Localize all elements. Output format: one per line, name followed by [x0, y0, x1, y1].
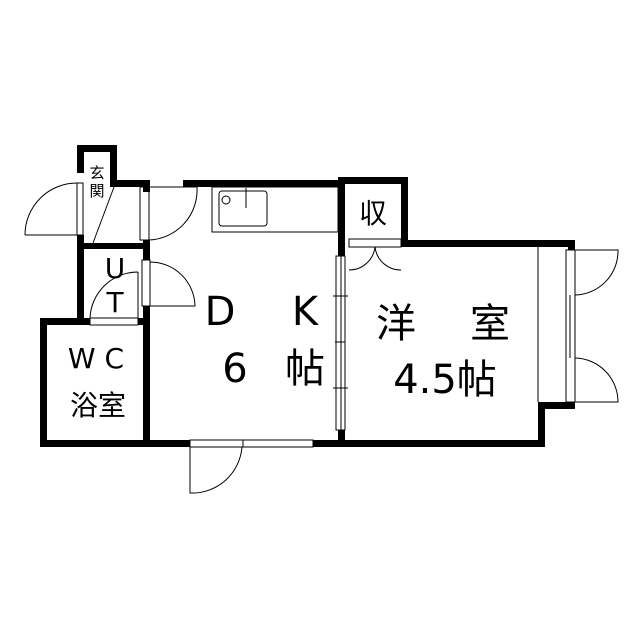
sliding-door: [335, 255, 342, 431]
right-door-top-swing: [574, 249, 619, 296]
fixtures: [24, 182, 619, 494]
storage-door-swing: [348, 246, 402, 271]
ut-label-2: T: [105, 286, 124, 319]
ut-label-1: U: [105, 252, 126, 285]
dk-label-k: K: [292, 289, 320, 335]
genkan-step-line: [92, 186, 115, 244]
right-door-bottom-swing: [574, 357, 619, 403]
genkan-label-1: 玄: [89, 164, 104, 182]
dk-door-swing: [148, 186, 198, 241]
western-label-2: 室: [470, 301, 510, 347]
storage-label: 収: [359, 197, 387, 230]
western-size: 4.5帖: [393, 357, 497, 403]
entrance-door-swing: [24, 182, 78, 236]
balcony-door-swing: [189, 446, 243, 494]
bath-label: 浴室: [70, 389, 126, 422]
ut-door-swing: [149, 261, 196, 307]
dk-label-d: D: [205, 289, 236, 335]
genkan-label-2: 関: [89, 182, 104, 200]
window-bottom: [242, 439, 314, 448]
wc-label: W C: [68, 342, 124, 375]
dk-size-number: 6: [222, 346, 247, 392]
sink: [218, 190, 268, 227]
western-label-1: 洋: [376, 301, 416, 347]
kitchen-counter: [211, 186, 339, 233]
room-labels: 玄 関 U T W C 浴室 D K 6 帖 洋 室 4.5帖 収: [68, 164, 510, 422]
dk-size-unit: 帖: [285, 346, 325, 392]
wc-door-swing: [89, 271, 139, 319]
entrance-door-frame: [76, 182, 84, 236]
walls: [40, 145, 575, 447]
